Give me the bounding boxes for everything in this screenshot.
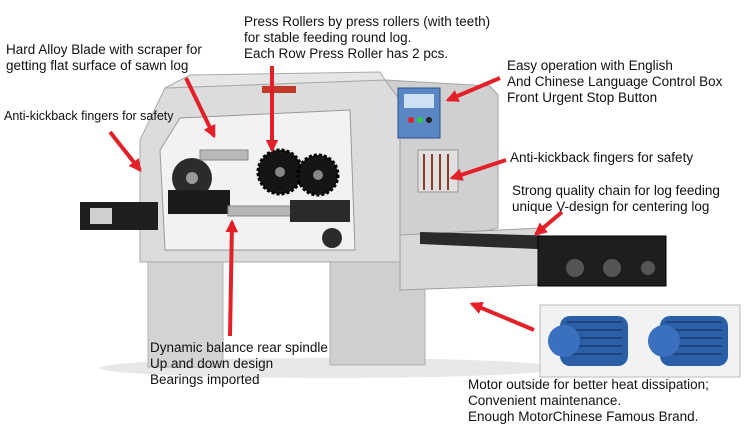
spindle-wheel	[322, 228, 342, 248]
label-motor: Motor outside for better heat dissipatio…	[468, 377, 709, 425]
arrow-motor	[469, 302, 535, 332]
feed-chain	[420, 232, 560, 250]
chain-sprocket	[603, 259, 621, 277]
control-knob	[426, 117, 432, 123]
label-kickback-left: Anti-kickback fingers for safety	[4, 108, 174, 124]
label-line: Up and down design	[150, 356, 274, 371]
label-line: Press Rollers by press rollers (with tee…	[244, 14, 491, 29]
label-chain: Strong quality chain for log feeding uni…	[512, 183, 720, 215]
control-box-panel	[404, 94, 434, 108]
label-line: for stable feeding round log.	[244, 30, 412, 45]
arrow-blade	[184, 77, 216, 139]
label-kickback-right: Anti-kickback fingers for safety	[510, 150, 693, 166]
chain-sprocket	[641, 261, 655, 275]
arrow-control-box	[445, 76, 501, 102]
motor-left	[548, 316, 628, 366]
label-line: Easy operation with English	[507, 58, 673, 73]
chain-end-frame	[537, 235, 667, 287]
press-roller-hub	[313, 170, 323, 180]
motor-endcap	[548, 325, 580, 357]
arrow-kickback-left	[108, 130, 142, 173]
motor-endcap	[648, 325, 680, 357]
label-control-box: Easy operation with English And Chinese …	[507, 58, 722, 106]
callout-arrows	[108, 66, 564, 337]
machine-hood	[164, 71, 386, 89]
start-button	[417, 117, 423, 123]
arrow-kickback-right	[449, 158, 507, 181]
arrow-chain	[534, 210, 564, 236]
label-line: Enough MotorChinese Famous Brand.	[468, 409, 699, 424]
stop-button	[408, 117, 414, 123]
machine-leg-left	[147, 254, 224, 368]
press-roller-hub	[275, 167, 285, 177]
blade-shaft	[199, 149, 249, 161]
saw-blade-hub	[186, 172, 198, 184]
label-line: unique V-design for centering log	[512, 199, 710, 214]
label-spindle: Dynamic balance rear spindle Up and down…	[150, 340, 328, 388]
label-line: Hard Alloy Blade with scraper for	[6, 42, 202, 57]
lower-chain-block	[168, 190, 230, 214]
label-line: Anti-kickback fingers for safety	[4, 109, 174, 123]
label-line: Bearings imported	[150, 372, 260, 387]
label-line: Motor outside for better heat dissipatio…	[468, 377, 709, 392]
chain-sprocket	[566, 259, 584, 277]
label-line: Convenient maintenance.	[468, 393, 622, 408]
label-line: Anti-kickback fingers for safety	[510, 150, 694, 165]
label-line: Strong quality chain for log feeding	[512, 183, 720, 198]
label-press-rollers: Press Rollers by press rollers (with tee…	[244, 14, 490, 62]
arrow-spindle	[225, 219, 239, 337]
label-line: Front Urgent Stop Button	[507, 90, 658, 105]
label-line: And Chinese Language Control Box	[507, 74, 723, 89]
lower-roller	[290, 200, 350, 222]
label-line: getting flat surface of sawn log	[6, 58, 189, 73]
left-feed-table-guide	[90, 208, 112, 224]
motor-right	[648, 316, 728, 366]
label-line: Each Row Press Roller has 2 pcs.	[244, 46, 449, 61]
rear-spindle	[227, 205, 299, 217]
label-blade: Hard Alloy Blade with scraper for gettin…	[6, 42, 202, 74]
label-line: Dynamic balance rear spindle	[150, 340, 328, 355]
brand-plate	[262, 86, 296, 93]
